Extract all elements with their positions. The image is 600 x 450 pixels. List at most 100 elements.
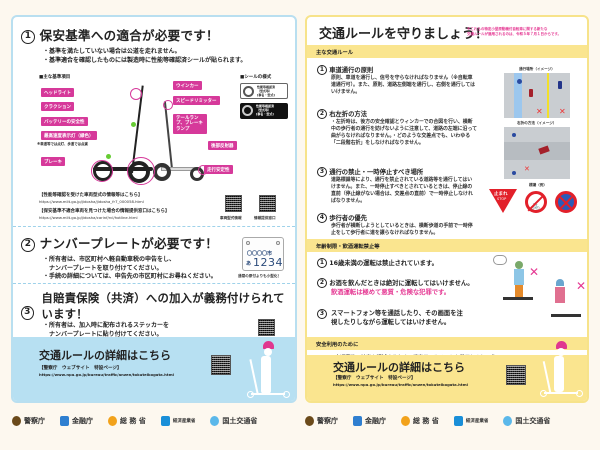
bullet: ナンバープレートに貼り付けてください。: [43, 330, 163, 338]
logo-text: 総 務 省: [413, 417, 439, 425]
footer-url[interactable]: https://www.npa.go.jp/bureau/traffic/anz…: [333, 382, 468, 387]
logo-text: 総 務 省: [120, 417, 146, 425]
section-title: 保安基準への適合が必要です！: [39, 28, 219, 43]
link-title: 【保安基準不適合車両を見つけた場合の情報提供窓口はこちら】: [39, 209, 170, 214]
prohibited-x-icon: ✕: [559, 107, 566, 116]
rule-heading: 右左折の方法: [329, 111, 367, 118]
qr-code-traffic-rules[interactable]: [211, 355, 231, 375]
section-bar-age-alcohol: 年齢制限・飲酒運転禁止等: [307, 239, 587, 252]
section-number-plate: 2 ナンバープレートが必要です！ ・所有者は、市区町村へ軽自動車税の申告をし、 …: [21, 233, 295, 282]
right-panel: 交通ルールを守りましょう！ ※これらの特定小型原動機付自転車に関する新たな 交通…: [305, 15, 589, 403]
qr-code-hotline[interactable]: [259, 195, 276, 212]
police-emblem-icon: [305, 416, 314, 426]
logo-text: 警察庁: [317, 417, 338, 425]
seal-heading: ■シールの様式: [240, 75, 272, 80]
left-panel: 1 保安基準への適合が必要です！ ・基準を満たしていない場合は公道を走れません。…: [11, 15, 297, 403]
diagram-caption: 通行場所（イメージ）: [519, 67, 555, 71]
logo-text: 国土交通省: [222, 417, 258, 425]
number-badge: 1: [317, 65, 327, 75]
link-url[interactable]: https://www.mlit.go.jp/jidosha/jidosha_f…: [39, 199, 144, 204]
qr-caption: 情報提供窓口: [254, 216, 276, 220]
meti-emblem-icon: [160, 416, 170, 426]
seal-line: [事名・型式]: [257, 93, 275, 97]
seal-black: 性能等確認済 （型式等） [事名・型式]: [240, 103, 288, 119]
road-diagram: ✕ ✕: [504, 73, 570, 118]
qr-code-traffic-rules[interactable]: [506, 365, 526, 385]
highlight-ring: [130, 88, 142, 100]
diagram-caption: 右折の方法（イメージ）: [517, 121, 557, 125]
number-badge: 3: [317, 167, 327, 177]
note-line: ※これらの特定小型原動機付自転車に関する新たな: [467, 27, 548, 31]
logo-fsa: 金融庁: [60, 416, 93, 426]
label-winker: ウインカー: [173, 81, 202, 90]
stop-sign-en: STOP: [497, 197, 507, 201]
logo-meti: 経済産業省: [160, 416, 195, 426]
footer-subtitle: 【警察庁 ウェブサイト 特設ページ】: [333, 376, 416, 381]
footer-url[interactable]: https://www.npa.go.jp/bureau/traffic/anz…: [39, 372, 174, 377]
qr-caption: 車両型式情報: [220, 216, 242, 220]
age-rule-text: お酒を飲んだときは絶対に運転してはいけません。: [329, 280, 474, 287]
no-bicycle-sign-icon: 🚲: [525, 191, 547, 213]
number-badge: 2: [317, 278, 327, 288]
fsa-emblem-icon: [353, 416, 362, 426]
footer-title: 交通ルールの詳細はこちら: [39, 349, 171, 362]
seal-line: 性能等確認済: [257, 85, 276, 89]
logo-text: 金融庁: [365, 417, 386, 425]
panel-title: 交通ルールを守りましょう！: [319, 27, 489, 42]
plate-kana: あ: [246, 261, 252, 267]
label-horn: クラクション: [41, 102, 74, 111]
label-speed-limiter: スピードリミッター: [173, 96, 220, 105]
logo-mic: 総 務 省: [401, 416, 439, 426]
age-rule-text: スマートフォン等を通話したり、その画面を注視したりしながら運転してはいけません。: [331, 310, 463, 326]
qr-code-insurance[interactable]: [258, 319, 275, 336]
rule-item: 3 通行の禁止・一時停止すべき場所 道路標識等により、通行を禁止されている道路等…: [317, 167, 477, 205]
logo-text: 経済産業省: [465, 419, 489, 424]
number-badge: 2: [21, 237, 35, 252]
link-vehicle-info[interactable]: 【性能等確認を受けた車両型式の情報等はこちら】 https://www.mlit…: [39, 193, 144, 204]
age-rule-text: 16歳未満の運転は禁止されています。: [329, 260, 438, 267]
section-safety-standards: 1 保安基準への適合が必要です！ ・基準を満たしていない場合は公道を走れません。…: [21, 25, 295, 65]
label-headlight: ヘッドライト: [41, 88, 74, 97]
number-badge: 4: [317, 213, 327, 223]
rule-item: 2 右左折の方法 ・左折時は、後方の安全確認とウィンカーでの合図を行い、横断中の…: [317, 109, 477, 147]
section-bar-safety: 安全利用のために: [307, 337, 587, 350]
logo-fsa: 金融庁: [353, 416, 386, 426]
age-rule-item: 2 お酒を飲んだときは絶対に運転してはいけません。 飲酒運転は極めて悪質・危険な…: [317, 278, 474, 297]
footer-subtitle: 【警察庁 ウェブサイト 特設ページ】: [39, 366, 122, 371]
mlit-emblem-icon: [503, 416, 513, 426]
number-badge: 3: [317, 309, 327, 319]
ministry-logos-right: 警察庁 金融庁 総 務 省 経済産業省 国土交通省: [305, 411, 565, 431]
logo-mlit: 国土交通省: [503, 416, 550, 426]
plate-caption: 通常の原付よりも小型化！: [238, 274, 282, 278]
label-stability: 走行安定性: [204, 165, 233, 174]
signs-caption: 標識（例）: [529, 183, 547, 187]
mic-emblem-icon: [108, 416, 117, 426]
footer-traffic-rules: 交通ルールの詳細はこちら 【警察庁 ウェブサイト 特設ページ】 https://…: [307, 341, 587, 401]
section-bar-main-rules: 主な交通ルール: [307, 45, 587, 58]
label-speed-indicator: 最高速度表示灯（緑色）: [41, 131, 97, 140]
bullet: ・基準適合を確認したものには製造時に性能等確認済シールが貼られます。: [43, 56, 247, 64]
logo-mlit: 国土交通省: [210, 416, 257, 426]
number-badge: 1: [317, 258, 327, 268]
link-url[interactable]: https://www.mlit.go.jp/jidosha/carinf/rc…: [39, 215, 138, 220]
seal-check-icon: [242, 105, 253, 116]
logo-text: 金融庁: [72, 417, 93, 425]
footer-title: 交通ルールの詳細はこちら: [333, 361, 465, 374]
link-hotline[interactable]: 【保安基準不適合車両を見つけた場合の情報提供窓口はこちら】 https://ww…: [39, 209, 170, 220]
highlight-ring: [127, 157, 155, 185]
qr-code-vehicle-info[interactable]: [225, 195, 242, 212]
note-line: 交通ルールが適用されるのは、令和５年７月１日からです。: [467, 32, 562, 36]
rule-body: ・左折時は、後方の安全確認とウィンカーでの合図を行い、横断中の歩行者の通行を妨げ…: [331, 119, 477, 146]
footer-traffic-rules: 交通ルールの詳細はこちら 【警察庁 ウェブサイト 特設ページ】 https://…: [13, 337, 295, 401]
label-battery: バッテリーの安全性: [41, 117, 88, 126]
age-rule-item: 3 スマートフォン等を通話したり、その画面を注視したりしながら運転してはいけません…: [317, 309, 467, 327]
mic-emblem-icon: [401, 416, 410, 426]
right-turn-diagram: ✕: [504, 127, 570, 179]
bullet: ・所有者は、市区町村へ軽自動車税の申告をし、: [43, 256, 176, 263]
mlit-emblem-icon: [210, 416, 220, 426]
seal-check-icon: [243, 86, 254, 97]
seal-white: 性能等確認済 （型式等） [事名・型式]: [240, 83, 288, 99]
logo-text: 国土交通省: [515, 417, 551, 425]
rule-item: 4 歩行者の優先 歩行者が横断しようとしているときは、横断歩道の手前で一時停止を…: [317, 213, 477, 237]
effective-date-note: ※これらの特定小型原動機付自転車に関する新たな 交通ルールが適用されるのは、令和…: [467, 27, 561, 37]
